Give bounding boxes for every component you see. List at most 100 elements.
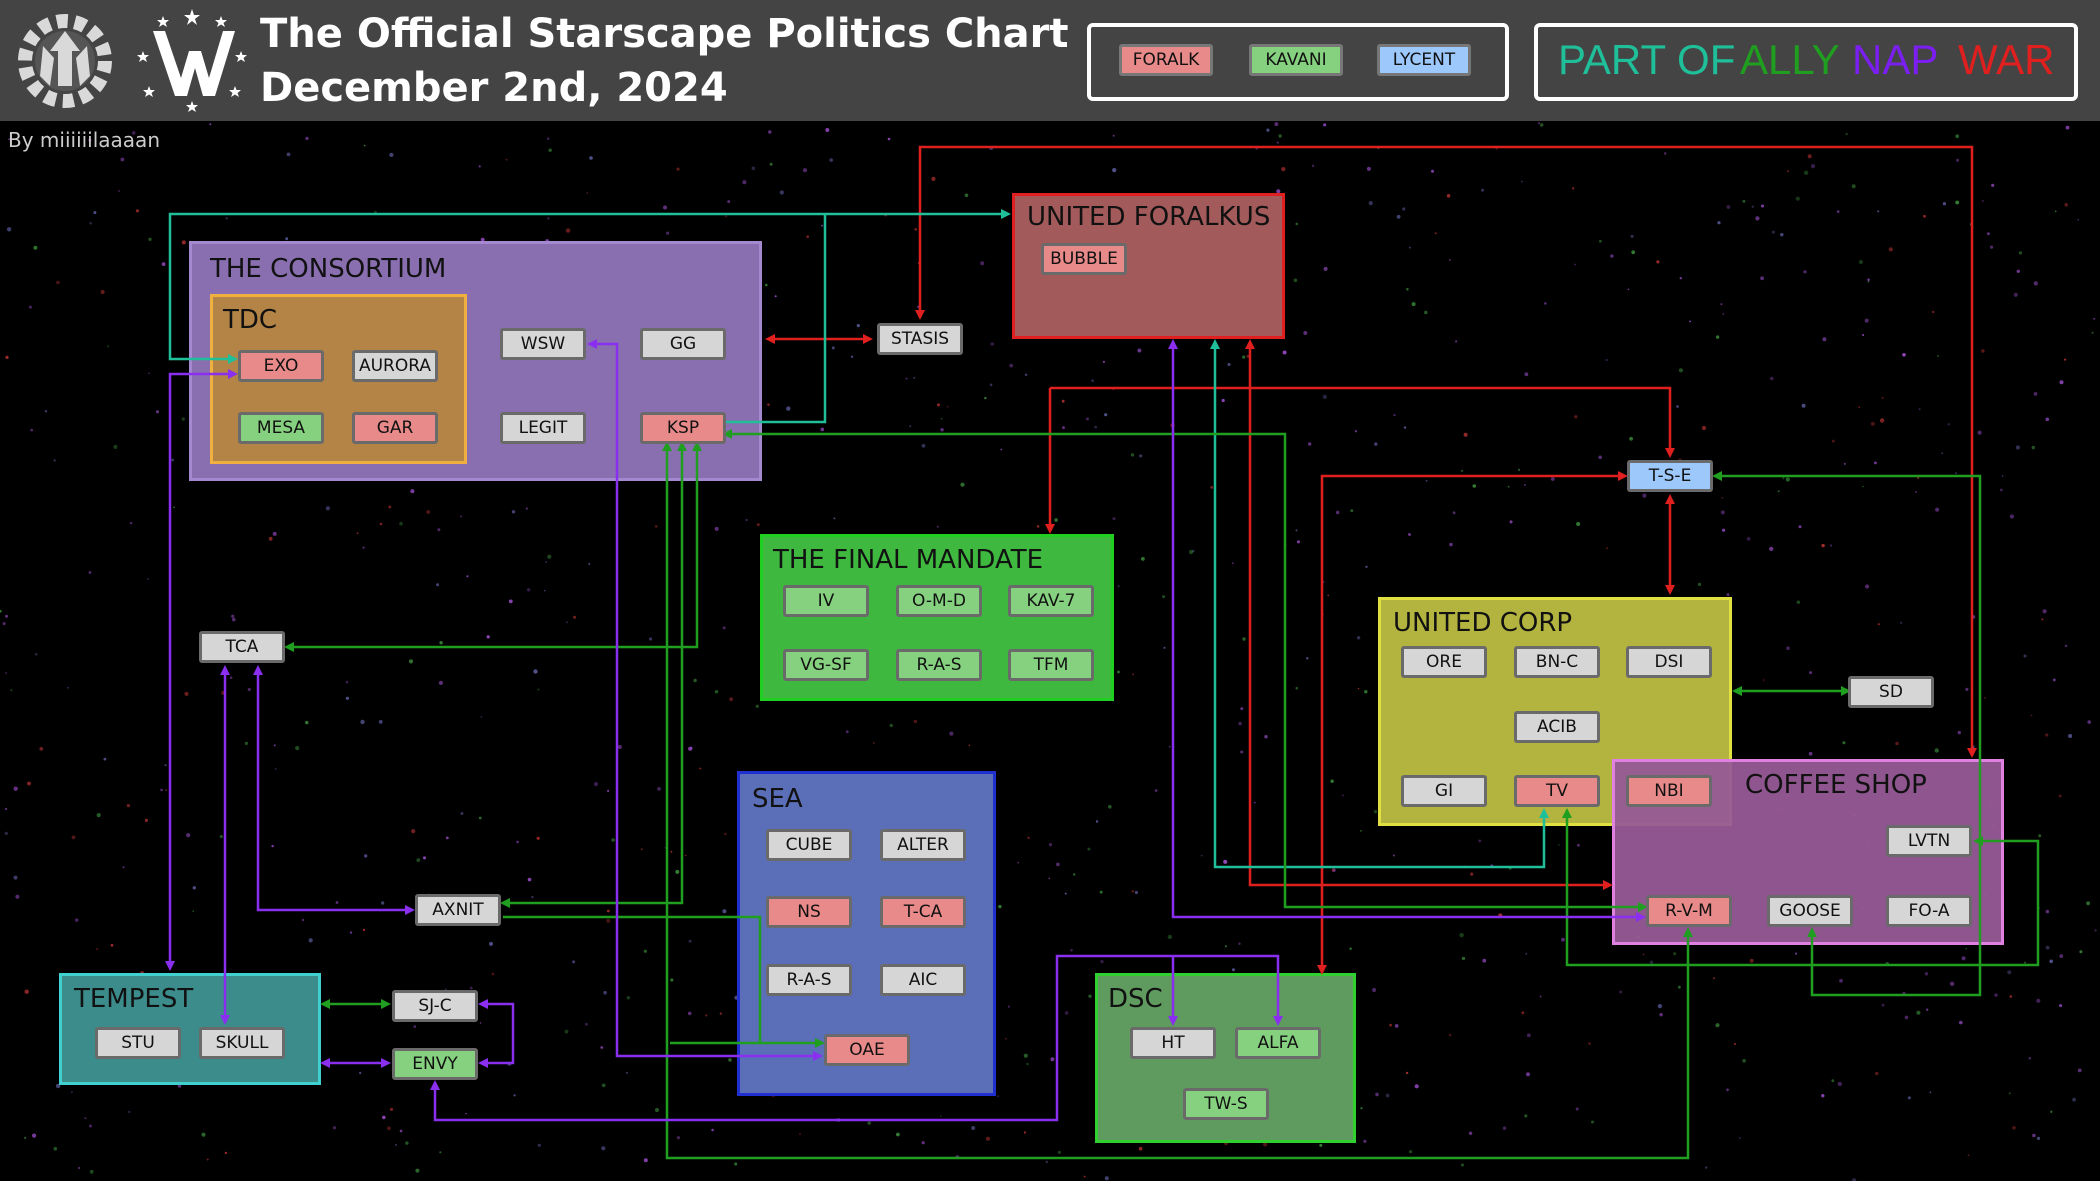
star-dot <box>71 835 76 840</box>
star-dot <box>1472 484 1477 488</box>
node-gi[interactable]: GI <box>1401 775 1487 807</box>
star-dot <box>1083 1175 1086 1178</box>
node-alter[interactable]: ALTER <box>880 829 966 861</box>
star-dot <box>1550 477 1555 481</box>
star-dot <box>1808 751 1813 756</box>
star-dot <box>525 507 528 510</box>
node-sj-c[interactable]: SJ-C <box>392 990 478 1022</box>
node-tv[interactable]: TV <box>1514 775 1600 807</box>
star-dot <box>1087 847 1091 851</box>
star-dot <box>1521 180 1523 183</box>
star-dot <box>767 403 770 406</box>
node-r-v-m[interactable]: R-V-M <box>1646 895 1732 927</box>
star-dot <box>799 1133 801 1135</box>
star-dot <box>601 1146 606 1151</box>
node-mesa[interactable]: MESA <box>238 412 324 444</box>
node-ore[interactable]: ORE <box>1401 646 1487 678</box>
node-oae[interactable]: OAE <box>824 1034 910 1066</box>
star-dot <box>670 850 673 853</box>
node-iv[interactable]: IV <box>783 585 869 617</box>
node-dsi[interactable]: DSI <box>1626 646 1712 678</box>
star-dot <box>1057 1150 1061 1154</box>
star-dot <box>937 403 940 407</box>
node-kav-7[interactable]: KAV-7 <box>1008 585 1094 617</box>
star-dot <box>135 209 139 213</box>
star-dot <box>1524 484 1526 486</box>
star-dot <box>2058 794 2062 798</box>
node-cube[interactable]: CUBE <box>766 829 852 861</box>
star-dot <box>466 575 469 578</box>
star-dot <box>1005 1037 1007 1040</box>
star-dot <box>405 1141 409 1145</box>
star-dot <box>617 745 622 749</box>
star-dot <box>1036 525 1040 528</box>
node-ht[interactable]: HT <box>1130 1027 1216 1059</box>
star-dot <box>1459 932 1464 938</box>
node-aic[interactable]: AIC <box>880 964 966 996</box>
node-sd[interactable]: SD <box>1848 676 1934 708</box>
star-dot <box>1782 477 1785 480</box>
node-alfa[interactable]: ALFA <box>1235 1027 1321 1059</box>
node-legit[interactable]: LEGIT <box>500 412 586 444</box>
star-dot <box>1629 436 1633 441</box>
star-dot <box>1009 363 1014 368</box>
star-dot <box>676 1136 681 1140</box>
star-dot <box>1526 1033 1531 1038</box>
star-dot <box>2036 1136 2041 1140</box>
star-dot <box>1539 995 1542 998</box>
star-dot <box>1396 214 1401 219</box>
star-dot <box>676 167 680 171</box>
star-dot <box>1331 868 1335 872</box>
star-dot <box>1431 169 1434 173</box>
node-aurora[interactable]: AURORA <box>352 350 438 382</box>
node-axnit[interactable]: AXNIT <box>415 894 501 926</box>
node-skull[interactable]: SKULL <box>199 1027 285 1059</box>
node-stasis[interactable]: STASIS <box>877 323 963 355</box>
node-tw-s[interactable]: TW-S <box>1183 1088 1269 1120</box>
node-stu[interactable]: STU <box>95 1027 181 1059</box>
node-exo[interactable]: EXO <box>238 350 324 382</box>
node-lvtn[interactable]: LVTN <box>1886 825 1972 857</box>
star-dot <box>511 510 516 514</box>
node-fo-a[interactable]: FO-A <box>1886 895 1972 927</box>
node-r-a-s-sea[interactable]: R-A-S <box>766 964 852 996</box>
star-dot <box>1408 533 1411 536</box>
star-dot <box>171 458 175 462</box>
star-dot <box>1809 671 1813 675</box>
node-t-ca[interactable]: T-CA <box>880 896 966 928</box>
star-dot <box>44 410 48 413</box>
star-dot <box>382 1115 386 1120</box>
node-nbi[interactable]: NBI <box>1626 775 1712 807</box>
node-gar[interactable]: GAR <box>352 412 438 444</box>
node-tca[interactable]: TCA <box>199 631 285 663</box>
node-gg[interactable]: GG <box>640 328 726 360</box>
node-bubble[interactable]: BUBBLE <box>1041 243 1127 275</box>
star-dot <box>1537 122 1541 125</box>
node-t-s-e[interactable]: T-S-E <box>1627 460 1713 492</box>
star-dot <box>1751 205 1754 208</box>
star-dot <box>984 396 987 400</box>
node-tfm[interactable]: TFM <box>1008 649 1094 681</box>
star-dot <box>751 166 756 171</box>
star-dot <box>802 168 808 173</box>
star-dot <box>1821 543 1825 548</box>
star-dot <box>1104 1176 1109 1181</box>
node-acib[interactable]: ACIB <box>1514 711 1600 743</box>
node-vg-sf[interactable]: VG-SF <box>783 649 869 681</box>
star-dot <box>273 744 276 747</box>
node-goose[interactable]: GOOSE <box>1767 895 1853 927</box>
star-dot <box>232 617 236 622</box>
star-dot <box>89 1124 92 1128</box>
star-dot <box>1385 1093 1390 1098</box>
star-dot <box>1481 188 1484 192</box>
star-dot <box>666 231 670 235</box>
node-ns[interactable]: NS <box>766 896 852 928</box>
node-ksp[interactable]: KSP <box>640 412 726 444</box>
node-bn-c[interactable]: BN-C <box>1514 646 1600 678</box>
node-o-m-d[interactable]: O-M-D <box>896 585 982 617</box>
node-r-a-s-mandate[interactable]: R-A-S <box>896 649 982 681</box>
star-dot <box>1303 331 1308 335</box>
star-dot <box>643 1158 648 1163</box>
node-envy[interactable]: ENVY <box>392 1048 478 1080</box>
node-wsw[interactable]: WSW <box>500 328 586 360</box>
